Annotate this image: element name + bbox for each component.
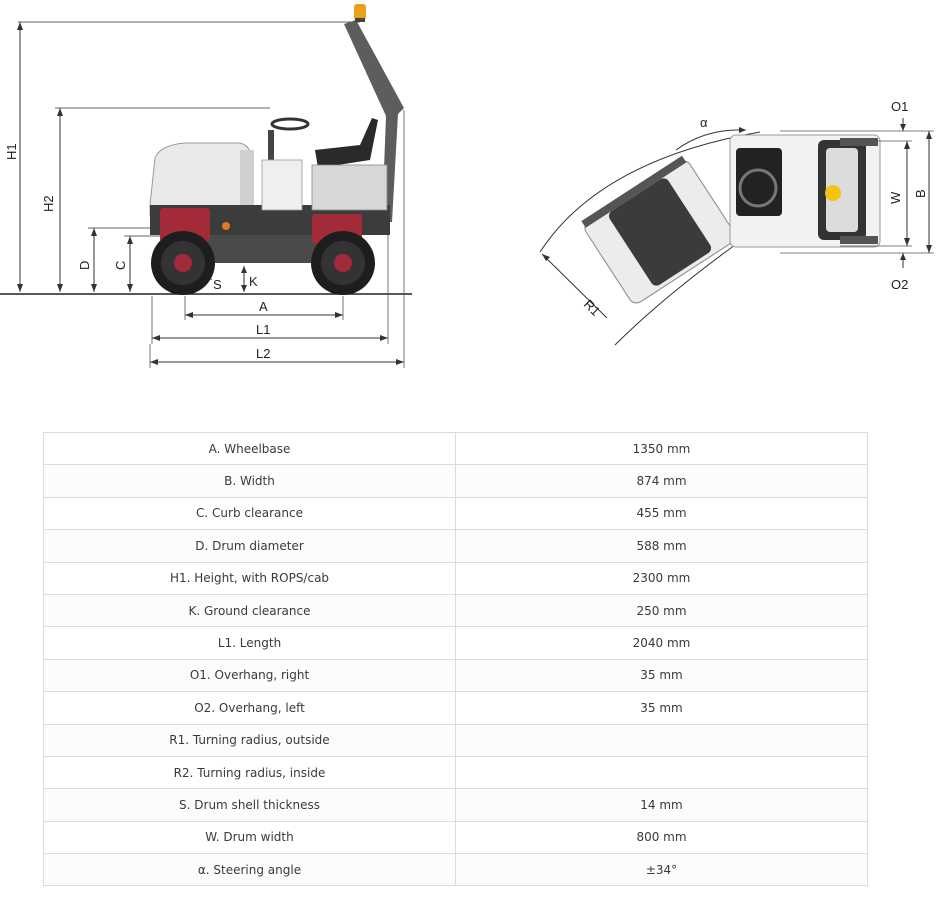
spec-label: α. Steering angle (43, 853, 456, 887)
spec-label: K. Ground clearance (43, 593, 456, 628)
label-l2: L2 (256, 346, 270, 361)
spec-label: O1. Overhang, right (43, 658, 456, 693)
label-h1: H1 (4, 143, 19, 160)
table-row: R2. Turning radius, inside (43, 755, 868, 790)
spec-label: B. Width (43, 464, 456, 498)
spec-label: R2. Turning radius, inside (43, 755, 456, 790)
spec-value: 800 mm (455, 820, 868, 855)
side-view: H1 H2 D C K S A (0, 4, 412, 368)
label-d: D (77, 261, 92, 270)
spec-value: 250 mm (455, 593, 868, 628)
label-k: K (249, 274, 258, 289)
spec-label: D. Drum diameter (43, 529, 456, 563)
label-r1: R1 (581, 297, 603, 319)
spec-label: A. Wheelbase (43, 431, 456, 466)
label-o2: O2 (891, 277, 908, 292)
spec-label: H1. Height, with ROPS/cab (43, 561, 456, 595)
roller-side-illustration (149, 4, 404, 295)
spec-value: 2040 mm (455, 626, 868, 660)
spec-value: 14 mm (455, 788, 868, 822)
spec-label: C. Curb clearance (43, 496, 456, 531)
spec-value: 874 mm (455, 464, 868, 498)
spec-value: ±34° (455, 853, 868, 887)
spec-value (455, 723, 868, 757)
spec-value: 1350 mm (455, 431, 868, 466)
label-h2: H2 (41, 195, 56, 212)
table-row: R1. Turning radius, outside (43, 723, 868, 757)
spec-label: O2. Overhang, left (43, 691, 456, 725)
spec-label: S. Drum shell thickness (43, 788, 456, 822)
spec-label: L1. Length (43, 626, 456, 660)
spec-label: W. Drum width (43, 820, 456, 855)
label-s: S (213, 277, 222, 292)
label-alpha: α (700, 115, 708, 130)
label-o1: O1 (891, 99, 908, 114)
roller-top-illustration (581, 134, 881, 304)
spec-value (455, 755, 868, 790)
dimension-diagram: H1 H2 D C K S A (0, 4, 934, 368)
spec-value: 35 mm (455, 658, 868, 693)
spec-label: R1. Turning radius, outside (43, 723, 456, 757)
spec-value: 455 mm (455, 496, 868, 531)
spec-value: 2300 mm (455, 561, 868, 595)
label-a: A (259, 299, 268, 314)
table-row: α. Steering angle±34° (43, 853, 868, 887)
top-view: R1 α O1 O2 (539, 99, 934, 346)
label-l1: L1 (256, 322, 270, 337)
spec-value: 588 mm (455, 529, 868, 563)
label-w: W (888, 191, 903, 204)
spec-value: 35 mm (455, 691, 868, 725)
label-b: B (913, 189, 928, 198)
label-c: C (113, 261, 128, 270)
